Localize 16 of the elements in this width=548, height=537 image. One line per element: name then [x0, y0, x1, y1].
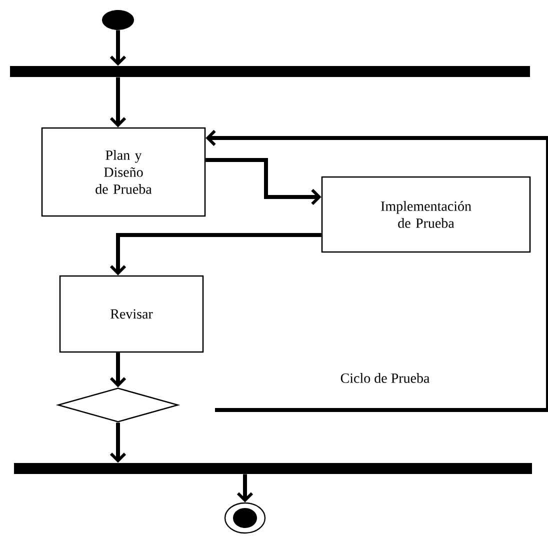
- arrow: [110, 352, 126, 388]
- process-box: Implementación de Prueba: [321, 176, 531, 253]
- arrow: [110, 30, 126, 66]
- arrow: [110, 422, 126, 463]
- sync-bar: [10, 66, 530, 77]
- sync-bar: [14, 462, 532, 474]
- process-box: Revisar: [59, 275, 204, 353]
- arrow: [110, 232, 322, 276]
- arrow: [110, 77, 126, 128]
- arrow: [206, 130, 548, 412]
- end-node: [224, 502, 266, 534]
- edge-label: Ciclo de Prueba: [338, 371, 432, 385]
- start-node: [102, 10, 134, 30]
- process-box: Plan y Diseño de Prueba: [41, 127, 206, 217]
- arrow: [206, 158, 322, 206]
- arrow: [236, 474, 254, 502]
